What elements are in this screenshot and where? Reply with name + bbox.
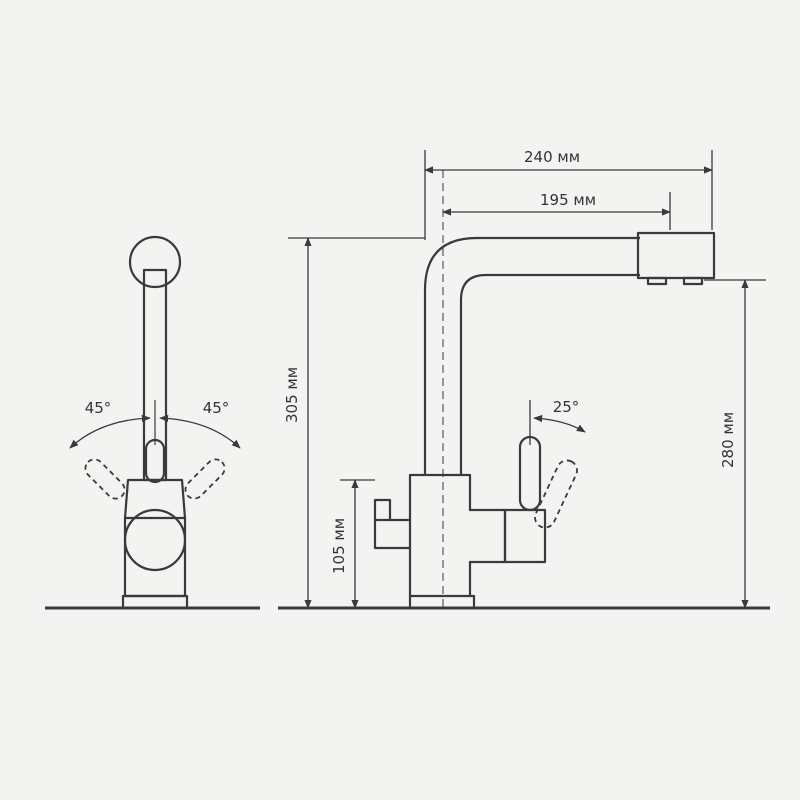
side-lever-housing	[503, 508, 547, 564]
side-base	[408, 594, 476, 610]
side-aerator-1	[646, 276, 668, 286]
angle-arc-25	[533, 414, 586, 433]
label-305: 305 мм	[283, 367, 301, 423]
front-lever	[144, 438, 166, 484]
front-body-knob	[123, 508, 187, 572]
front-spout-stem	[142, 268, 168, 482]
front-lever-right-ghost	[184, 458, 226, 500]
side-lever-ghost	[534, 459, 578, 529]
front-body	[123, 516, 187, 598]
side-spout	[423, 236, 640, 475]
label-angle-side: 25°	[553, 398, 580, 416]
label-195: 195 мм	[540, 191, 596, 209]
front-angle-arc-left	[69, 414, 151, 449]
front-spout-head	[128, 235, 182, 289]
side-aerator-2	[682, 276, 704, 286]
side-body	[408, 473, 507, 596]
label-105: 105 мм	[330, 518, 348, 574]
dimension-lines	[288, 150, 766, 609]
side-view	[278, 170, 770, 610]
front-view	[45, 235, 260, 610]
front-angle-arc-right	[159, 414, 241, 449]
label-240: 240 мм	[524, 148, 580, 166]
side-filter-tap	[373, 498, 410, 550]
label-angle-right: 45°	[203, 399, 230, 417]
label-280: 280 мм	[719, 412, 737, 468]
side-lever	[518, 435, 542, 512]
front-valve-shoulders	[123, 478, 187, 519]
label-angle-left: 45°	[85, 399, 112, 417]
side-spout-outlet	[636, 231, 716, 280]
front-lever-left-ghost	[84, 458, 126, 500]
front-base	[121, 594, 189, 610]
